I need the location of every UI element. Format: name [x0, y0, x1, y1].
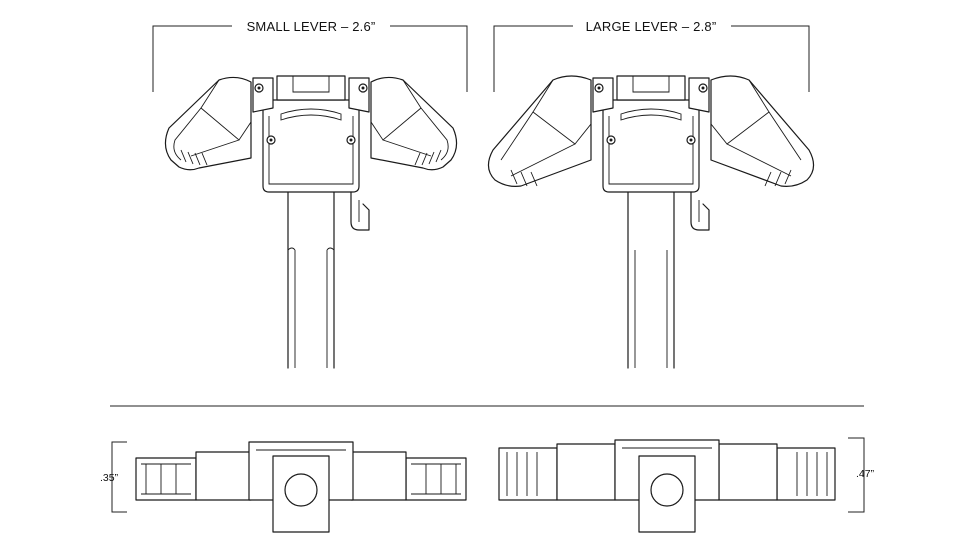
large-lever-label: LARGE LEVER – 2.8” — [586, 19, 717, 34]
large-lever-side-view — [498, 439, 836, 533]
small-lever-bracket — [152, 25, 468, 92]
small-lever-side-view — [135, 441, 467, 533]
large-height-label: .47” — [856, 468, 875, 480]
small-height-bracket — [111, 441, 127, 513]
large-lever-bracket — [493, 25, 810, 92]
small-lever-top-view — [164, 75, 458, 369]
small-height-label: .35” — [100, 472, 119, 484]
large-lever-top-view — [487, 75, 815, 369]
small-lever-label: SMALL LEVER – 2.6” — [247, 19, 376, 34]
large-height-bracket — [848, 437, 865, 513]
